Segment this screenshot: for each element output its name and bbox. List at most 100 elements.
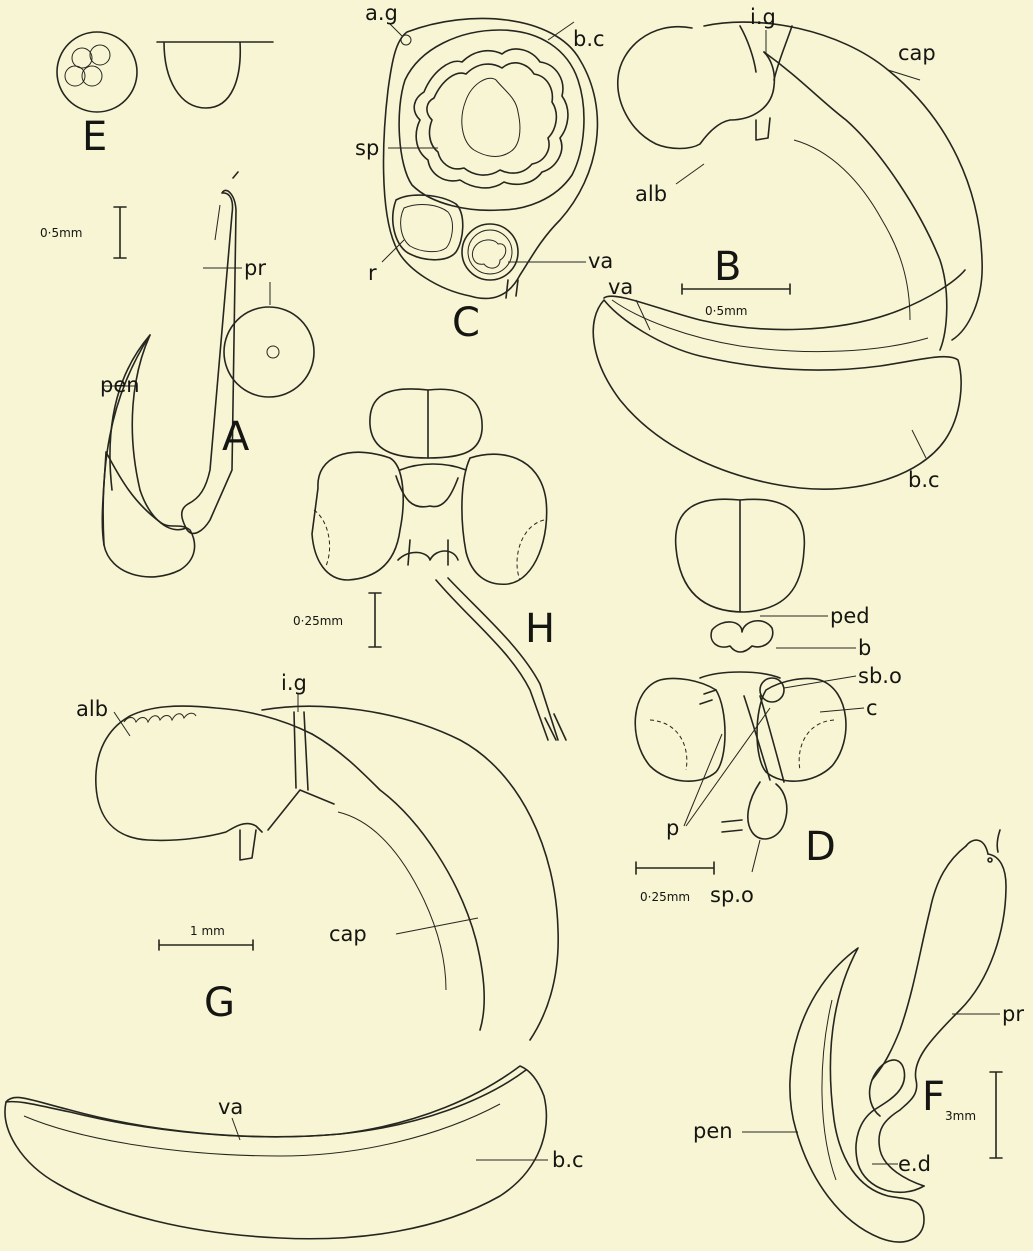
figure-c-r-leader [382, 240, 404, 262]
figure-a-prostate-duct [215, 205, 220, 240]
figure-a-prostate-outline [182, 172, 238, 533]
figure-h-letter: H [525, 606, 555, 652]
figure-d-label-sbo: sb.o [858, 664, 902, 688]
figure-b-bc-leader [912, 430, 926, 458]
figure-d-sbo-leader [784, 676, 856, 688]
figure-f-scale-label: 3mm [945, 1109, 976, 1123]
figure-e-cell [90, 45, 110, 65]
figure-d-label-p: p [666, 816, 679, 840]
figure-e-cell [72, 48, 92, 68]
figure-g-scale-bar [159, 940, 253, 950]
figure-h-scale-bar [369, 593, 381, 647]
figure-g-va-leader [232, 1118, 240, 1140]
figure-d-buccal [711, 621, 773, 652]
figure-b-label-ig: i.g [750, 5, 776, 29]
figure-h-nerve [436, 578, 558, 740]
figure-h-pedal-ganglia [370, 389, 482, 458]
figure-c-letter: C [452, 300, 480, 346]
figure-b-alb-leader [676, 164, 704, 184]
figure-c-label-va: va [588, 249, 613, 273]
figure-g-cap-leader [396, 918, 478, 934]
figure-g-duct-stub [240, 830, 256, 860]
figure-g-label-va: va [218, 1095, 243, 1119]
figure-b-vagina [604, 270, 965, 329]
figure-b-label-alb: alb [635, 182, 667, 206]
figure-b: i.g cap alb va b.c 0·5mm B [593, 5, 982, 492]
figure-d-label-ped: ped [830, 604, 870, 628]
figure-c-vagina-lumen [472, 240, 505, 268]
figure-a-letter: A [222, 414, 250, 460]
figure-e: E [57, 32, 273, 160]
figure-g-label-bc: b.c [552, 1148, 584, 1172]
figure-h-nerve-ends [545, 714, 566, 740]
figure-h-cerebral-right [462, 454, 547, 584]
figure-c-albumen-gland-duct [401, 35, 411, 45]
figure-g-albumen-gland [96, 706, 312, 840]
figure-d-spermathecal-organ [748, 782, 787, 839]
figure-d: ped b sb.o c p sp.o 0·25mm D [635, 499, 902, 907]
figure-c-label-bc: b.c [573, 27, 605, 51]
figure-c-bc-leader [548, 22, 574, 40]
figure-g-scale-label: 1 mm [190, 924, 225, 938]
figure-b-letter: B [714, 244, 741, 290]
figure-b-bursa-body [593, 300, 961, 489]
figure-d-cerebral-left [635, 678, 725, 781]
figure-b-label-cap: cap [898, 41, 936, 65]
figure-f-letter: F [922, 1074, 945, 1120]
figure-b-label-bc: b.c [908, 468, 940, 492]
figure-a-cross-section-lumen [267, 346, 279, 358]
figure-h: 0·25mm H [293, 389, 566, 740]
figure-g: alb i.g cap va b.c 1 mm G [5, 671, 584, 1239]
figure-g-letter: G [204, 980, 235, 1026]
figure-d-c-leader [820, 708, 864, 712]
figure-f-scale-bar [990, 1072, 1002, 1158]
figure-b-duct [756, 118, 770, 140]
figure-d-spo-leader [752, 840, 760, 872]
figure-c-vagina [462, 224, 518, 280]
figure-b-capsule-gland [704, 22, 982, 340]
figure-c-sperm-mass [462, 78, 520, 156]
figure-a-penis-outline [102, 452, 194, 577]
figure-f-pore [988, 858, 992, 862]
figure-f-penis [790, 948, 924, 1242]
figure-g-bursa-duct [24, 1104, 500, 1156]
figure-h-cerebral-dashed [314, 510, 544, 580]
figure-d-statocyst [760, 678, 784, 702]
figure-d-letter: D [805, 824, 836, 870]
figure-a-label-pr: pr [244, 256, 266, 280]
figure-h-cerebral-left [312, 452, 403, 580]
figure-f-prostate-top [966, 840, 988, 854]
figure-g-gland-fold [312, 734, 484, 1030]
figure-c-label-sp: sp [355, 136, 379, 160]
figure-d-commissure [700, 672, 780, 678]
figure-f-label-pr: pr [1002, 1002, 1024, 1026]
figure-a-scale-bar [114, 207, 126, 258]
figure-g-intermediate-gland [268, 712, 334, 830]
figure-a: pr pen 0·5mm A [40, 172, 314, 577]
figure-d-label-b: b [858, 636, 871, 660]
figure-a-penis-outline [103, 335, 186, 545]
figure-e-section-outline [157, 42, 273, 108]
figure-e-letter: E [82, 114, 107, 160]
figure-d-left-nerve [700, 690, 716, 704]
figure-h-commissure [396, 464, 466, 507]
figure-c-label-r: r [368, 261, 377, 285]
figure-c: a.g b.c sp r va C [355, 1, 613, 346]
figure-g-bursa-body [5, 1066, 546, 1239]
figure-h-scale-label: 0·25mm [293, 614, 343, 628]
figure-d-label-c: c [866, 696, 878, 720]
figure-g-alb-leader [114, 712, 130, 736]
figure-c-wavy-inner-wall [414, 49, 568, 188]
figure-c-rectum-lumen [401, 205, 453, 252]
figure-d-spo-stub [722, 820, 742, 832]
figure-g-label-cap: cap [329, 922, 367, 946]
figure-f-prostate [870, 830, 1006, 1186]
figure-a-scale-label: 0·5mm [40, 226, 82, 240]
figure-c-label-ag: a.g [365, 1, 398, 25]
figure-d-p-leader [684, 708, 770, 826]
figure-b-scale-label: 0·5mm [705, 304, 747, 318]
figure-b-gland-fold [764, 52, 947, 350]
figure-c-ag-leader [390, 24, 402, 36]
figure-c-wavy-inner-wall-2 [427, 63, 556, 175]
